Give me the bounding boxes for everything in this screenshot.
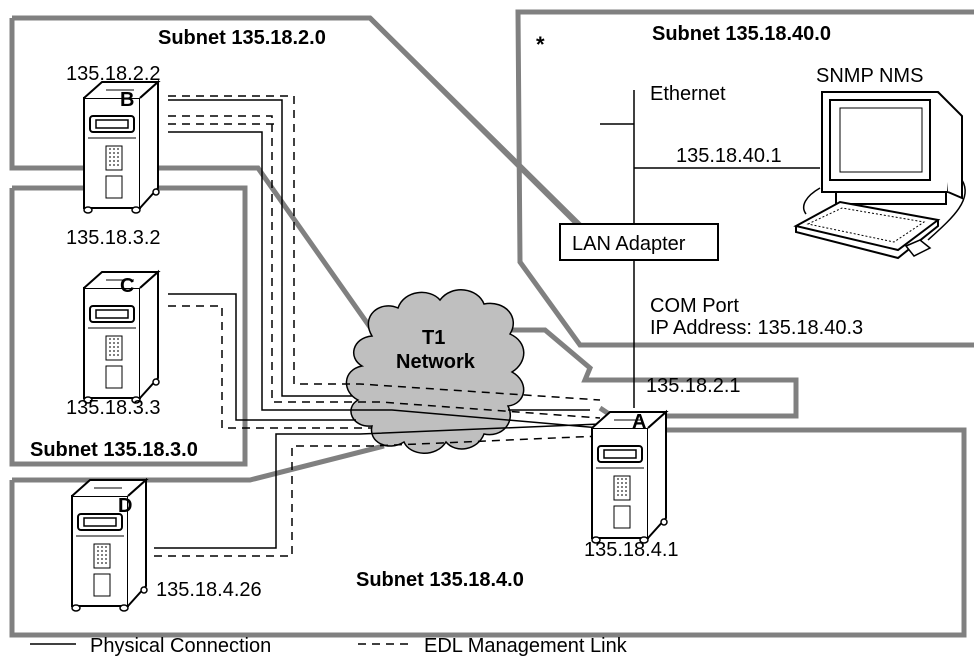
legend-edl-label: EDL Management Link [424, 635, 628, 656]
lan-adapter-box [559, 223, 719, 261]
subnet-4-label: Subnet 135.18.4.0 [356, 569, 524, 591]
node-c-letter: C [120, 275, 134, 297]
ethernet-label: Ethernet [650, 83, 726, 105]
node-a-letter: A [632, 411, 646, 433]
node-d-letter: D [118, 495, 132, 517]
com-port-label: COM Port [650, 295, 739, 317]
subnet-2-label: Subnet 135.18.2.0 [158, 27, 326, 49]
node-b-ip2: 135.18.3.2 [66, 227, 161, 249]
subnet-2-inner [368, 16, 580, 227]
node-a-ip: 135.18.4.1 [584, 539, 679, 561]
subnet-40-boundary [515, 9, 974, 348]
node-a-ip2: 135.18.2.1 [646, 375, 741, 397]
cloud-line1: T1 [422, 327, 445, 349]
monitor-icon [821, 91, 963, 205]
subnet-3-boundary [9, 185, 248, 467]
edl-links [154, 95, 601, 557]
keyboard-icon [793, 179, 966, 260]
subnet-40-label: Subnet 135.18.40.0 [652, 23, 831, 45]
legend: Physical Connection EDL Management Link [30, 635, 628, 656]
subnet-4-boundary [9, 427, 967, 638]
nms-title: SNMP NMS [816, 65, 923, 87]
subnet-2-boundary [9, 18, 799, 419]
legend-physical-label: Physical Connection [90, 635, 271, 656]
com-ip-label: IP Address: 135.18.40.3 [650, 317, 863, 339]
t1-cloud [345, 289, 525, 454]
asterisk: * [536, 32, 545, 57]
server-a-icon [591, 411, 668, 544]
physical-links [154, 90, 820, 549]
server-d-icon [71, 479, 148, 612]
cloud-line2: Network [396, 351, 476, 373]
lan-adapter-label: LAN Adapter [572, 233, 686, 255]
node-c-ip: 135.18.3.3 [66, 397, 161, 419]
node-b-ip: 135.18.2.2 [66, 63, 161, 85]
subnet-3-label: Subnet 135.18.3.0 [30, 439, 198, 461]
node-b-letter: B [120, 89, 134, 111]
node-d-ip: 135.18.4.26 [156, 579, 262, 601]
nms-ip-label: 135.18.40.1 [676, 145, 782, 167]
